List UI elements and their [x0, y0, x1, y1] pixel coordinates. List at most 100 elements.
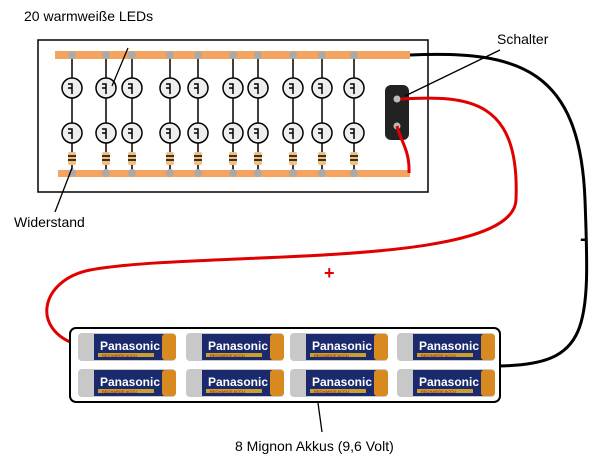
- battery-terminal: [481, 370, 495, 396]
- solder-point: [229, 169, 237, 177]
- battery-subtext: RECHARGE ACCU: [210, 389, 245, 394]
- led-symbol: [102, 83, 107, 94]
- switch-to-bus-wire: [395, 125, 411, 174]
- resistor-icon: [68, 152, 76, 165]
- battery-stripe: [206, 389, 262, 393]
- solder-point: [68, 169, 76, 177]
- led-symbol: [166, 83, 171, 94]
- resistor-icon: [194, 152, 202, 165]
- battery-terminal: [374, 370, 388, 396]
- battery-subtext: RECHARGE ACCU: [102, 353, 137, 358]
- resistor-icon: [128, 152, 136, 165]
- battery-terminal: [162, 334, 176, 360]
- solder-point: [318, 51, 326, 59]
- battery-brand: Panasonic: [100, 375, 160, 389]
- solder-point: [254, 51, 262, 59]
- battery-brand: Panasonic: [312, 375, 372, 389]
- positive-wire: [45, 96, 518, 347]
- led-symbol: [350, 128, 355, 139]
- solder-point: [166, 51, 174, 59]
- battery-brand: Panasonic: [208, 375, 268, 389]
- battery-holder: [69, 327, 501, 403]
- battery-subtext: RECHARGE ACCU: [314, 353, 349, 358]
- battery-stripe: [98, 353, 154, 357]
- led-symbol: [254, 83, 259, 94]
- solder-point: [166, 169, 174, 177]
- led-symbol: [254, 128, 259, 139]
- battery-stripe: [98, 389, 154, 393]
- solder-point: [229, 51, 237, 59]
- battery-brand: Panasonic: [208, 339, 268, 353]
- battery-brand: Panasonic: [100, 339, 160, 353]
- battery-subtext: RECHARGE ACCU: [314, 389, 349, 394]
- solder-point: [289, 169, 297, 177]
- battery-terminal: [374, 334, 388, 360]
- switch-terminal: [393, 95, 401, 103]
- leds-label: 20 warmweiße LEDs: [24, 8, 154, 24]
- battery-stripe: [417, 389, 473, 393]
- battery-terminal: [481, 334, 495, 360]
- batteries-label: 8 Mignon Akkus (9,6 Volt): [235, 438, 394, 454]
- led-symbol: [68, 83, 73, 94]
- led-symbol: [229, 83, 234, 94]
- led-symbol: [166, 128, 171, 139]
- battery-brand: Panasonic: [312, 339, 372, 353]
- led-symbol: [229, 128, 234, 139]
- battery-stripe: [310, 353, 366, 357]
- led-symbol: [68, 128, 73, 139]
- solder-point: [289, 51, 297, 59]
- solder-point: [350, 169, 358, 177]
- led-symbol: [289, 128, 294, 139]
- battery-subtext: RECHARGE ACCU: [102, 389, 137, 394]
- resistor-icon: [229, 152, 237, 165]
- solder-point: [68, 51, 76, 59]
- batteries-pointer: [317, 402, 323, 433]
- battery-terminal: [270, 334, 284, 360]
- resistor-icon: [318, 152, 326, 165]
- solder-point: [254, 169, 262, 177]
- switch-pointer: [404, 49, 501, 97]
- battery-brand: Panasonic: [419, 339, 479, 353]
- battery-stripe: [417, 353, 473, 357]
- solder-point: [194, 169, 202, 177]
- led-symbol: [289, 83, 294, 94]
- led-symbol: [128, 83, 133, 94]
- battery-stripe: [310, 389, 366, 393]
- battery-subtext: RECHARGE ACCU: [421, 353, 456, 358]
- led-symbol: [194, 128, 199, 139]
- leds-pointer: [111, 47, 129, 87]
- led-symbol: [318, 83, 323, 94]
- battery-subtext: RECHARGE ACCU: [210, 353, 245, 358]
- solder-point: [102, 169, 110, 177]
- resistor-pointer: [54, 167, 73, 213]
- switch: [385, 85, 409, 140]
- resistor-label: Widerstand: [14, 214, 85, 230]
- battery-terminal: [162, 370, 176, 396]
- switch-label: Schalter: [497, 31, 549, 47]
- resistor-icon: [350, 152, 358, 165]
- led-symbol: [350, 83, 355, 94]
- resistor-icon: [289, 152, 297, 165]
- solder-point: [318, 169, 326, 177]
- led-symbol: [102, 128, 107, 139]
- negative-wire: [409, 52, 589, 368]
- resistor-icon: [102, 152, 110, 165]
- battery-terminal: [270, 370, 284, 396]
- battery-brand: Panasonic: [419, 375, 479, 389]
- battery-subtext: RECHARGE ACCU: [421, 389, 456, 394]
- led-symbol: [194, 83, 199, 94]
- led-symbol: [128, 128, 133, 139]
- solder-point: [102, 51, 110, 59]
- resistor-icon: [254, 152, 262, 165]
- solder-point: [128, 51, 136, 59]
